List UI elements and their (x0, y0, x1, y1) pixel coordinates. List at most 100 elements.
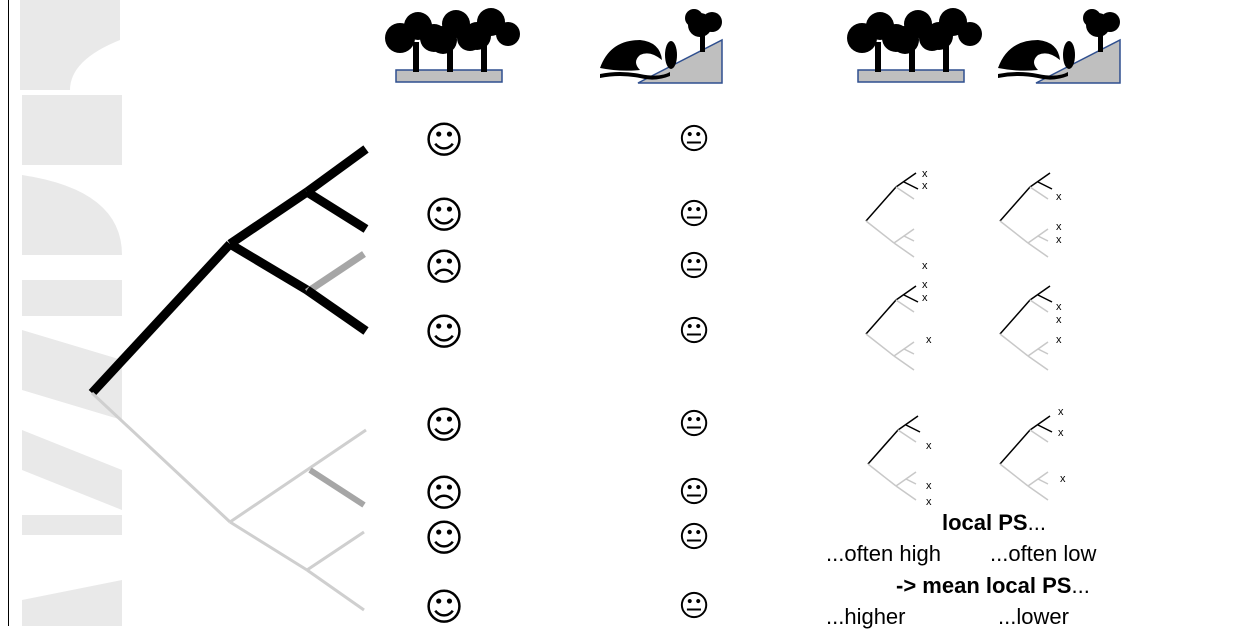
face-sad-forest-3: ☹ (424, 248, 464, 286)
mini-tree-2-lower-b (1038, 236, 1048, 241)
face-happy-forest-4: ☺ (424, 313, 464, 351)
mini-tree-4-tip-a (1030, 286, 1050, 300)
forest-icon-summary (847, 8, 982, 82)
mini-tree-5-mark-2: x (926, 480, 932, 492)
mini-tree-2-mark-1: x (1056, 191, 1062, 203)
mini-tree-5-mark-1: x (926, 440, 932, 452)
mini-tree-1-lower (866, 221, 894, 243)
mini-tree-6-stem (1000, 430, 1030, 464)
mini-tree-6-lower-c (1028, 486, 1048, 500)
forest-icon (385, 8, 520, 82)
higher-label: ...higher (826, 606, 906, 628)
tree-lower-tip-a (307, 532, 364, 570)
mini-tree-2-tip-b (1038, 182, 1052, 189)
tree-lower-mid (230, 522, 307, 570)
mini-tree-4-mark-1: x (1056, 301, 1062, 313)
tree-lower-inner (310, 470, 364, 505)
mini-tree-3-tip-b (904, 295, 918, 302)
face-neutral-coast-5: 😐 (678, 410, 709, 440)
mini-tree-5-mark-3: x (926, 496, 932, 508)
tree-lower-up (230, 430, 366, 522)
face-neutral-coast-1: 😐 (678, 125, 709, 155)
mini-tree-1-mark-3: x (922, 260, 928, 272)
mini-tree-2-lower-c (1028, 243, 1048, 257)
face-happy-forest-2: ☺ (424, 196, 464, 234)
tree-tip-1 (307, 149, 366, 192)
mini-tree-4-tip-c (1030, 300, 1048, 312)
mini-tree-2-mark-2: x (1056, 221, 1062, 233)
coast-wave-icon (600, 9, 722, 83)
mini-tree-6-mark-2: x (1058, 427, 1064, 439)
face-sad-forest-6: ☹ (424, 474, 464, 512)
mini-tree-1-tip-b (904, 182, 918, 189)
mini-tree-3-mark-1: x (922, 279, 928, 291)
mini-tree-4-stem (1000, 300, 1030, 334)
mini-tree-6-tip-b (1038, 425, 1052, 432)
face-neutral-coast-4: 😐 (678, 317, 709, 347)
mini-tree-5-tip-a (898, 416, 918, 430)
face-neutral-coast-6: 😐 (678, 478, 709, 508)
mini-tree-6-tip-a (1030, 416, 1050, 430)
mini-tree-6-tip-c (1030, 430, 1048, 442)
mini-tree-1-stem (866, 187, 896, 221)
tree-upper-branch (230, 192, 307, 244)
mini-tree-1-tip-c (896, 187, 914, 199)
mini-tree-3-tip-a (896, 286, 916, 300)
face-neutral-coast-3: 😐 (678, 252, 709, 282)
mini-tree-1-lower-c (894, 243, 914, 257)
tree-lower-branch (92, 393, 230, 522)
mini-tree-4-mark-2: x (1056, 314, 1062, 326)
mini-tree-4-lower-b (1038, 349, 1048, 354)
face-neutral-coast-2: 😐 (678, 200, 709, 230)
mini-tree-6-lower (1000, 464, 1028, 486)
mini-tree-2-lower (1000, 221, 1028, 243)
mini-tree-1-mark-1: x (922, 168, 928, 180)
mini-tree-5-lower (868, 464, 896, 486)
face-happy-forest-8: ☺ (424, 588, 464, 626)
mini-tree-6-mark-1: x (1058, 406, 1064, 418)
tree-tip-3-grey (307, 254, 364, 292)
face-neutral-coast-8: 😐 (678, 592, 709, 622)
tree-mid-branch (230, 244, 307, 290)
mini-tree-3-lower (866, 334, 894, 356)
mini-tree-5-stem (868, 430, 898, 464)
mini-tree-3-mark-3: x (926, 334, 932, 346)
mini-tree-2-mark-3: x (1056, 234, 1062, 246)
face-happy-forest-1: ☺ (424, 121, 464, 159)
tree-tip-4 (307, 290, 366, 331)
face-happy-forest-5: ☺ (424, 406, 464, 444)
mini-tree-5-lower-c (896, 486, 916, 500)
coast-wave-icon-summary (998, 9, 1120, 83)
mini-tree-5-tip-b (906, 425, 920, 432)
mini-tree-2-tip-c (1030, 187, 1048, 199)
mini-tree-1-lower-b (904, 236, 914, 241)
mini-tree-1-mark-2: x (922, 180, 928, 192)
mini-tree-5-tip-c (898, 430, 916, 442)
tree-tip-2 (307, 192, 366, 229)
tree-root-branch (92, 244, 230, 393)
lower-label: ...lower (998, 606, 1069, 628)
mini-tree-3-lower-b (904, 349, 914, 354)
mini-tree-6-mark-3: x (1060, 473, 1066, 485)
mini-tree-2-tip-a (1030, 173, 1050, 187)
mini-tree-3-lower-c (894, 356, 914, 370)
local-ps-label: local PS... (942, 512, 1046, 534)
tree-lower-tip-b (307, 570, 364, 610)
mini-tree-3-mark-2: x (922, 292, 928, 304)
face-neutral-coast-7: 😐 (678, 523, 709, 553)
mini-tree-5-lower-b (906, 479, 916, 484)
mini-tree-6-lower-b (1038, 479, 1048, 484)
mean-local-ps-label: -> mean local PS... (896, 575, 1090, 597)
mini-tree-4-lower-c (1028, 356, 1048, 370)
face-happy-forest-7: ☺ (424, 519, 464, 557)
often-high-label: ...often high (826, 543, 941, 565)
often-low-label: ...often low (990, 543, 1096, 565)
mini-tree-2-stem (1000, 187, 1030, 221)
mini-tree-3-tip-c (896, 300, 914, 312)
mini-tree-4-mark-3: x (1056, 334, 1062, 346)
mini-tree-3-stem (866, 300, 896, 334)
mini-tree-4-tip-b (1038, 295, 1052, 302)
mini-tree-4-lower (1000, 334, 1028, 356)
